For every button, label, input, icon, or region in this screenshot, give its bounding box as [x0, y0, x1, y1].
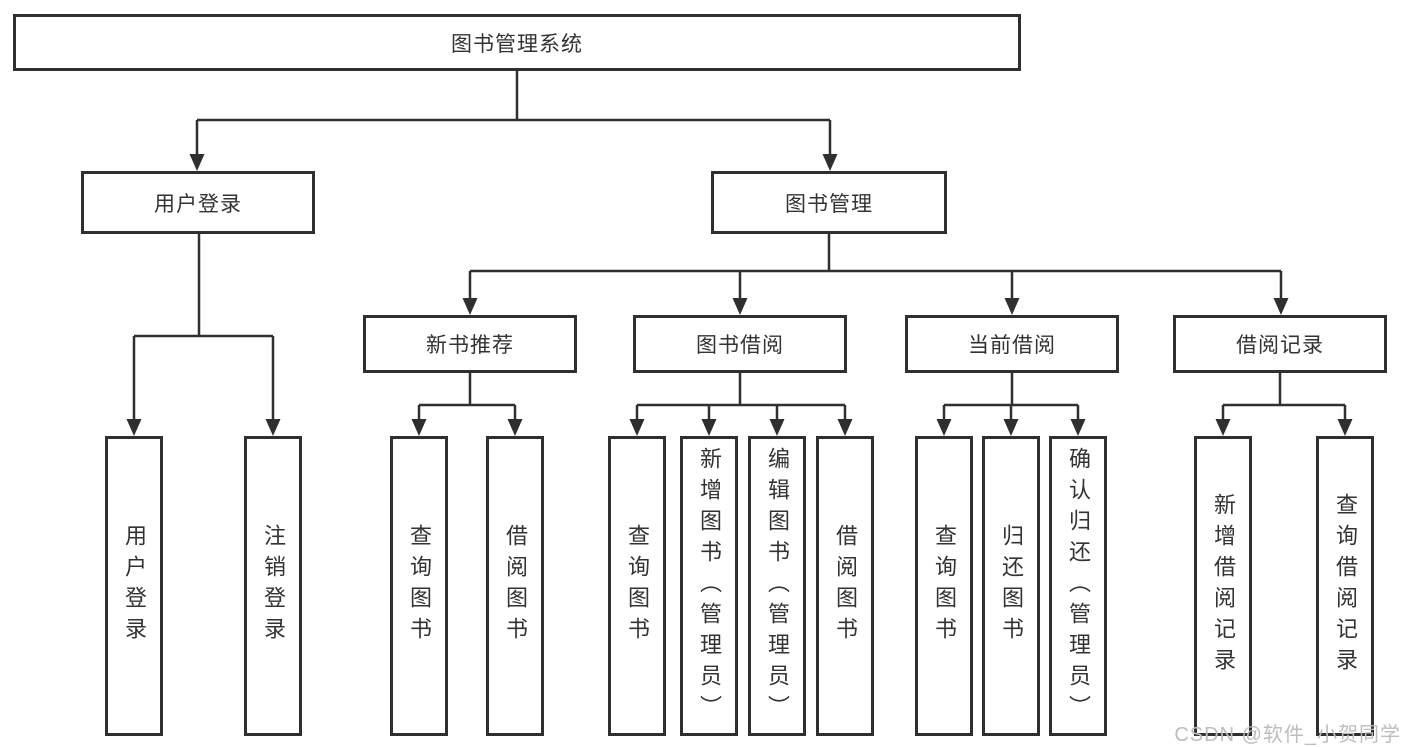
node-leaf-add-borrow-record: 新增借阅记录	[1194, 436, 1252, 736]
node-leaf-user-login: 用户登录	[105, 436, 163, 736]
node-leaf-query-borrow-record: 查询借阅记录	[1316, 436, 1374, 736]
leaf-label: 注销登录	[261, 524, 286, 648]
node-leaf-edit-books-admin: 编辑图书（管理员）	[748, 436, 806, 736]
node-leaf-confirm-return-admin: 确认归还（管理员）	[1049, 436, 1107, 736]
node-current-borrowing: 当前借阅	[905, 315, 1119, 373]
node-leaf-query-books-cb: 查询图书	[915, 436, 973, 736]
leaf-label: 查询图书	[625, 524, 650, 648]
node-book-management: 图书管理	[711, 171, 947, 234]
leaf-label: 确认归还（管理员）	[1066, 446, 1091, 726]
arrowheads	[126, 154, 1353, 436]
leaf-label: 用户登录	[122, 524, 147, 648]
node-leaf-add-books-admin: 新增图书（管理员）	[680, 436, 738, 736]
leaf-label: 借阅图书	[503, 524, 528, 648]
leaf-label: 编辑图书（管理员）	[765, 446, 790, 726]
leaf-label: 新增图书（管理员）	[697, 446, 722, 726]
leaf-label: 归还图书	[999, 524, 1024, 648]
leaf-label: 借阅图书	[833, 524, 858, 648]
node-leaf-query-books-nb: 查询图书	[390, 436, 448, 736]
node-leaf-borrow-books-nb: 借阅图书	[486, 436, 544, 736]
leaf-label: 新增借阅记录	[1211, 493, 1236, 679]
node-user-login: 用户登录	[81, 171, 315, 234]
node-leaf-query-books-bb: 查询图书	[608, 436, 666, 736]
leaf-label: 查询借阅记录	[1333, 493, 1358, 679]
node-root: 图书管理系统	[13, 14, 1021, 71]
node-borrowing-records: 借阅记录	[1173, 315, 1387, 373]
leaf-label: 查询图书	[932, 524, 957, 648]
leaf-label: 查询图书	[407, 524, 432, 648]
node-leaf-logout: 注销登录	[244, 436, 302, 736]
node-leaf-return-books: 归还图书	[982, 436, 1040, 736]
node-new-book-recommend: 新书推荐	[363, 315, 577, 373]
node-leaf-borrow-books-bb: 借阅图书	[816, 436, 874, 736]
node-book-borrowing: 图书借阅	[633, 315, 847, 373]
watermark: CSDN @软件_小贺同学	[1174, 724, 1401, 746]
